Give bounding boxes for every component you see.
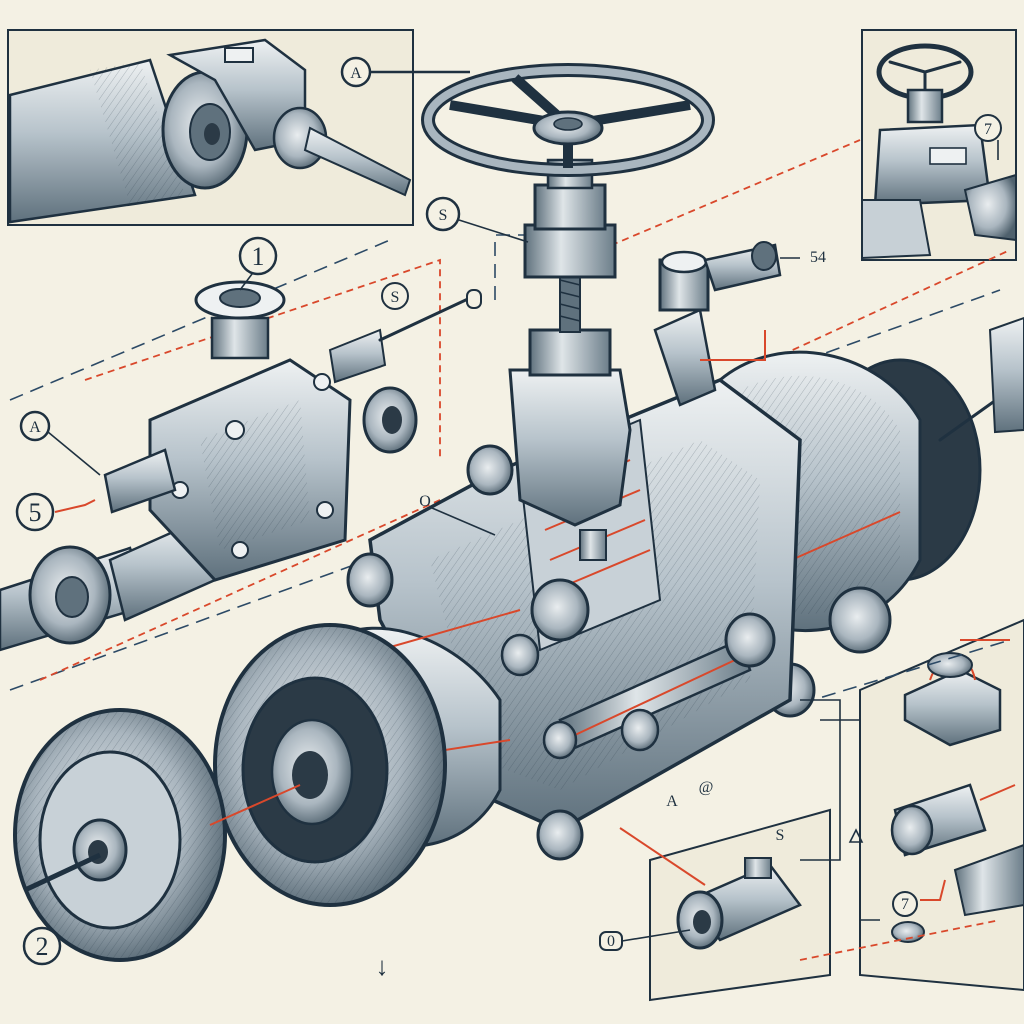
top-left-inset-panel: A xyxy=(7,29,470,226)
left-valve-assembly: 1 S A 5 xyxy=(0,236,482,652)
callout-right-inset-lower: 7 xyxy=(901,896,909,913)
connector-lines xyxy=(800,639,1010,921)
central-main-assembly: 54 S O A @ xyxy=(346,63,1024,861)
callout-bottom-at: @ xyxy=(699,779,714,796)
callout-left-5: 5 xyxy=(29,498,42,527)
callout-handwheel: S xyxy=(439,207,448,224)
top-right-inset-panel: 7 xyxy=(861,29,1017,261)
callout-valve-lever: S xyxy=(391,289,400,306)
callout-bottom-inset: S xyxy=(776,827,785,844)
bottom-center-inset-panel: S 0 xyxy=(599,808,831,1002)
callout-bottom-a: A xyxy=(666,793,678,810)
callout-lever-ref: 54 xyxy=(810,249,826,266)
guide-lines xyxy=(9,139,1011,961)
callout-top-inset: A xyxy=(350,65,362,82)
callout-center-o: O xyxy=(419,493,431,510)
callout-left-a: A xyxy=(29,419,41,436)
callout-right-inset: 7 xyxy=(984,121,992,138)
bottom-right-inset-panel: 7 xyxy=(859,618,1024,992)
callout-valve-top: 1 xyxy=(252,242,265,271)
callout-bottom-inset-pin: 0 xyxy=(607,933,615,950)
callout-bottom-left-2: 2 xyxy=(36,932,49,961)
down-arrow-icon: ↓ xyxy=(376,952,389,981)
left-disc-assembly: 2 ↓ xyxy=(13,609,521,981)
